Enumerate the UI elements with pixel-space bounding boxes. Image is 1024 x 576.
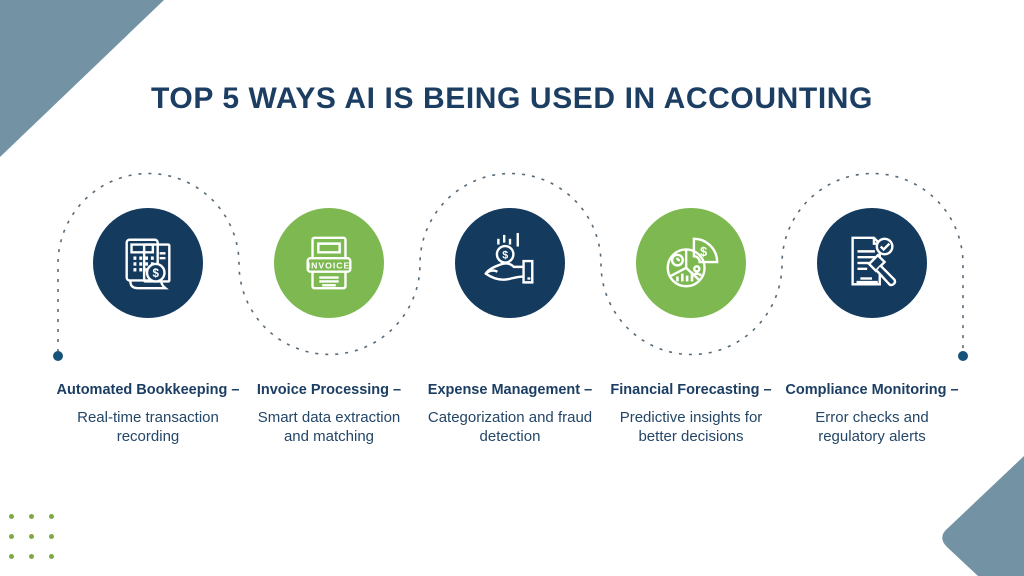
pie-chart-forecast-icon: $ bbox=[660, 232, 722, 294]
dollar-glyph: $ bbox=[153, 267, 160, 280]
corner-shape-bottom-right bbox=[942, 456, 1024, 576]
step-item-financial-forecasting: $ Financial Forecasting – Predictive ins… bbox=[596, 208, 786, 446]
dollar-glyph: $ bbox=[502, 250, 508, 262]
hand-catching-coin-icon: $ bbox=[479, 232, 541, 294]
step-title: Financial Forecasting – bbox=[610, 382, 772, 398]
step-title: Compliance Monitoring – bbox=[785, 382, 959, 398]
calculator-receipt-dollar-icon: $ bbox=[117, 232, 179, 294]
invoice-label: INVOICE bbox=[308, 260, 351, 270]
dollar-glyph: $ bbox=[700, 245, 707, 259]
step-item-invoice-processing: INVOICE Invoice Processing – Smart data … bbox=[234, 208, 424, 446]
step-description: Categorization and fraud detection bbox=[427, 409, 593, 445]
step-description: Error checks and regulatory alerts bbox=[815, 409, 929, 445]
dots-grid-decoration bbox=[9, 514, 54, 559]
step-item-compliance-monitoring: Compliance Monitoring – Error checks and… bbox=[777, 208, 967, 446]
step-circle: $ bbox=[93, 208, 203, 318]
step-item-expense-management: $ Expense Management – Categorization an… bbox=[415, 208, 605, 446]
document-gavel-check-icon bbox=[841, 232, 903, 294]
step-description: Smart data extraction and matching bbox=[257, 409, 401, 445]
step-circle: $ bbox=[455, 208, 565, 318]
step-title: Invoice Processing – bbox=[256, 382, 402, 398]
connector-end-dot bbox=[958, 351, 968, 361]
step-circle: $ bbox=[636, 208, 746, 318]
step-description: Predictive insights for better decisions bbox=[619, 409, 763, 445]
step-description: Real-time transaction recording bbox=[77, 409, 219, 445]
step-circle: INVOICE bbox=[274, 208, 384, 318]
step-title: Automated Bookkeeping – bbox=[56, 382, 240, 398]
connector-start-dot bbox=[53, 351, 63, 361]
invoice-document-icon: INVOICE bbox=[298, 232, 360, 294]
page-title: TOP 5 WAYS AI IS BEING USED IN ACCOUNTIN… bbox=[151, 82, 873, 115]
step-item-automated-bookkeeping: $ Automated Bookkeeping – Real-time tran… bbox=[53, 208, 243, 446]
step-title: Expense Management – bbox=[427, 382, 593, 398]
step-circle bbox=[817, 208, 927, 318]
